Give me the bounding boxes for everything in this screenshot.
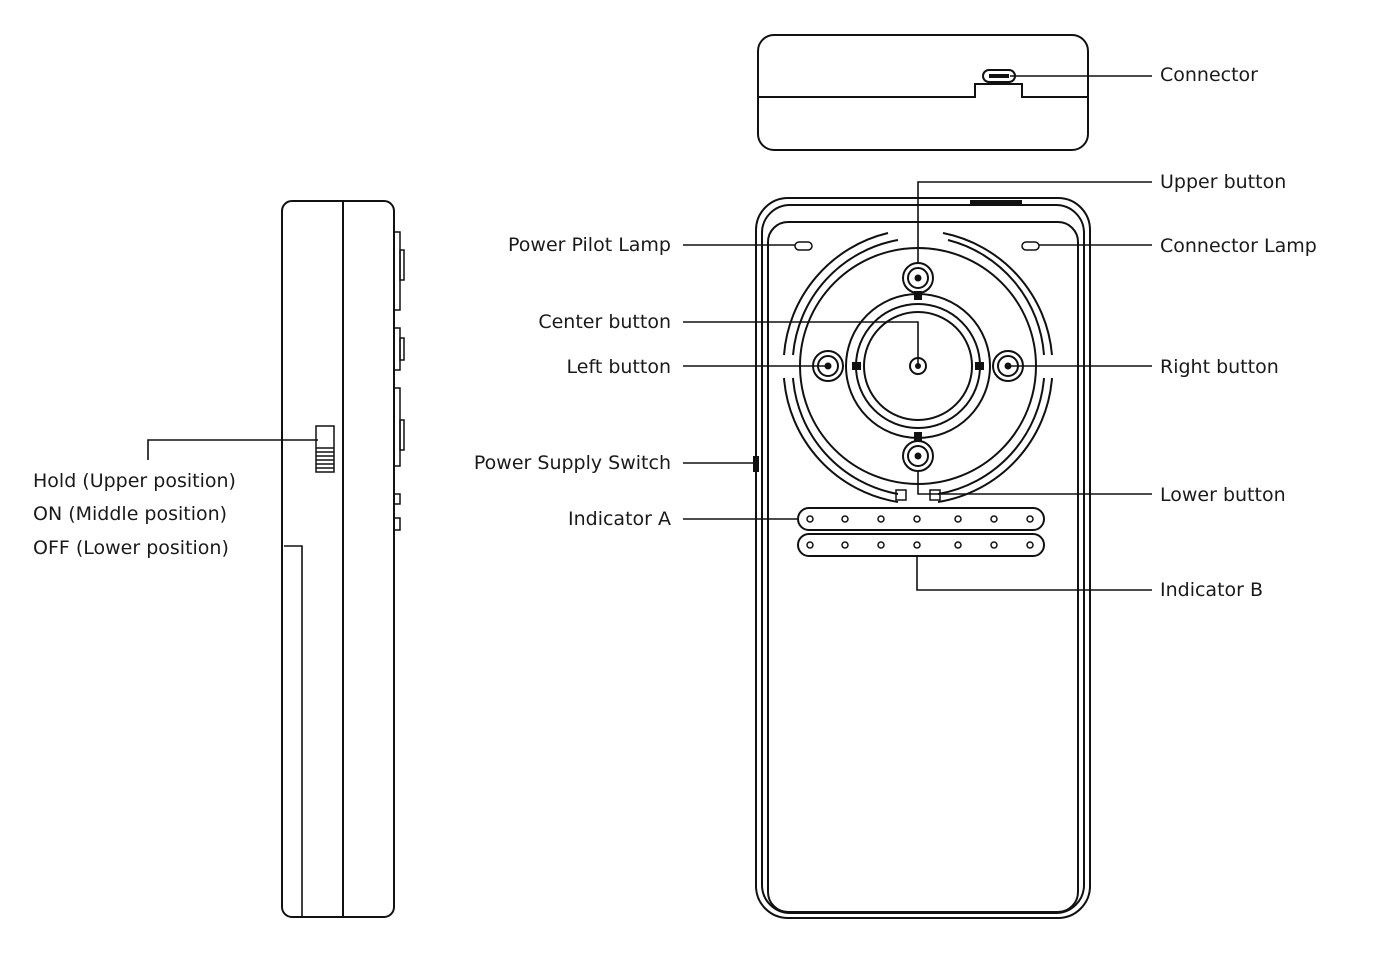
side-buttons: [393, 231, 405, 531]
label-right-button: Right button: [1160, 356, 1279, 378]
front-view: [683, 75, 1152, 919]
label-center-button: Center button: [538, 311, 671, 333]
indicator-b: [797, 533, 1045, 557]
label-upper-button: Upper button: [1160, 171, 1287, 193]
label-switch-on: ON (Middle position): [33, 503, 228, 525]
label-connector-lamp: Connector Lamp: [1160, 235, 1317, 257]
side-view: [147, 200, 405, 918]
inner-ring: [845, 291, 991, 441]
lower-button: [902, 440, 934, 472]
connector-lamp: [1021, 241, 1040, 251]
label-indicator-a: Indicator A: [568, 508, 671, 530]
label-connector: Connector: [1160, 64, 1258, 86]
slide-switch: [315, 425, 335, 473]
indicator-a: [797, 507, 1045, 531]
label-indicator-b: Indicator B: [1160, 579, 1264, 601]
label-power-supply-switch: Power Supply Switch: [473, 452, 671, 474]
label-switch-hold: Hold (Upper position): [33, 470, 236, 492]
leader-lines: [683, 75, 1152, 591]
label-left-button: Left button: [566, 356, 671, 378]
power-pilot-lamp: [794, 241, 813, 251]
label-switch-off: OFF (Lower position): [33, 537, 229, 559]
label-power-pilot-lamp: Power Pilot Lamp: [508, 234, 671, 256]
power-supply-switch: [753, 456, 759, 472]
upper-button: [902, 262, 934, 294]
top-view: [757, 34, 1089, 151]
label-lower-button: Lower button: [1160, 484, 1286, 506]
